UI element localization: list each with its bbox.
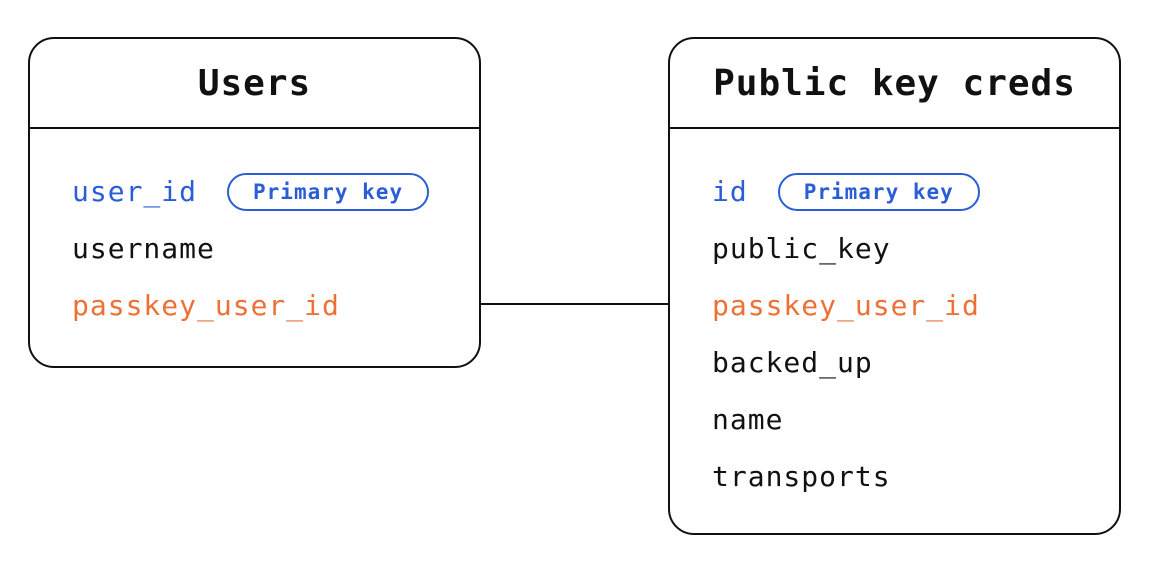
field-row: backed_up	[712, 334, 1119, 391]
field-passkey-user-id: passkey_user_id	[72, 289, 340, 322]
field-passkey-user-id: passkey_user_id	[712, 289, 980, 322]
field-id: id	[712, 175, 748, 208]
field-backed-up: backed_up	[712, 346, 873, 379]
table-public-key-creds-fields: id Primary key public_key passkey_user_i…	[670, 129, 1119, 505]
table-users: Users user_id Primary key username passk…	[28, 37, 481, 368]
field-row: passkey_user_id	[712, 277, 1119, 334]
table-public-key-creds-title: Public key creds	[670, 39, 1119, 129]
field-row: id Primary key	[712, 163, 1119, 220]
field-row: name	[712, 391, 1119, 448]
field-name: name	[712, 403, 784, 436]
field-row: passkey_user_id	[72, 277, 479, 334]
field-row: public_key	[712, 220, 1119, 277]
relationship-connector-line	[481, 303, 668, 305]
field-public-key: public_key	[712, 232, 891, 265]
field-row: transports	[712, 448, 1119, 505]
primary-key-badge: Primary key	[777, 172, 980, 211]
field-row: username	[72, 220, 479, 277]
table-public-key-creds: Public key creds id Primary key public_k…	[668, 37, 1121, 535]
field-row: user_id Primary key	[72, 163, 479, 220]
primary-key-badge: Primary key	[227, 172, 430, 211]
field-user-id: user_id	[72, 175, 198, 208]
table-users-fields: user_id Primary key username passkey_use…	[30, 129, 479, 334]
field-transports: transports	[712, 460, 891, 493]
field-username: username	[72, 232, 215, 265]
table-users-title: Users	[30, 39, 479, 129]
